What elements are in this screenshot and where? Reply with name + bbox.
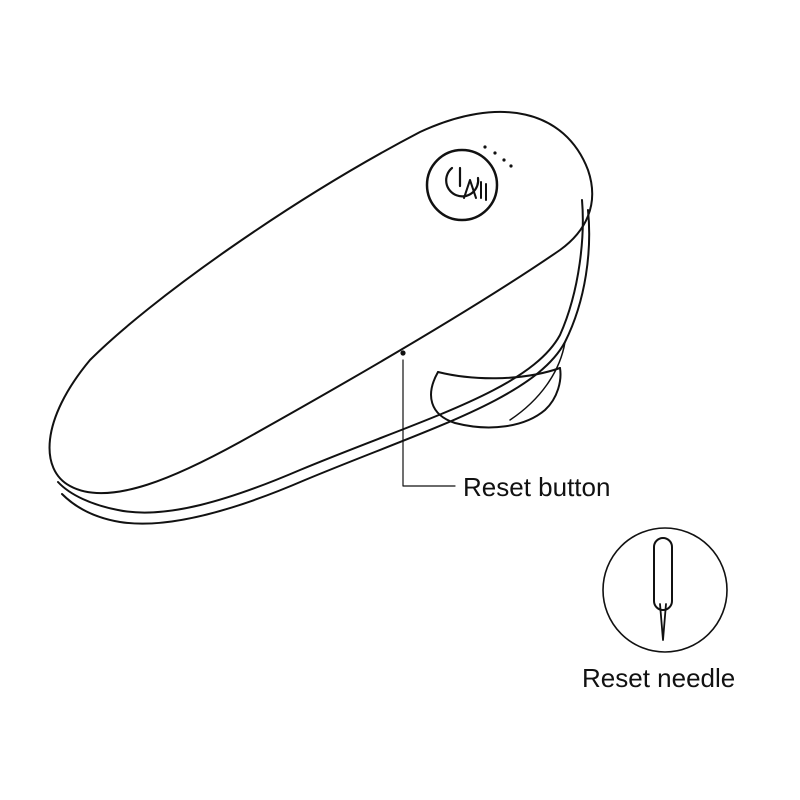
device-body-side [57, 199, 591, 525]
reset-needle-label: Reset needle [582, 663, 736, 693]
device-cup [430, 367, 562, 429]
reset-button-label: Reset button [463, 472, 611, 502]
power-skip-button-icon[interactable] [425, 148, 499, 222]
reset-hole[interactable] [400, 350, 406, 356]
dotted-indicator-icon [483, 145, 513, 168]
device-top-shell [48, 111, 594, 495]
reset-needle-inset [602, 527, 728, 653]
reset-needle-icon [653, 537, 673, 641]
reset-button-leader-line [402, 359, 456, 487]
